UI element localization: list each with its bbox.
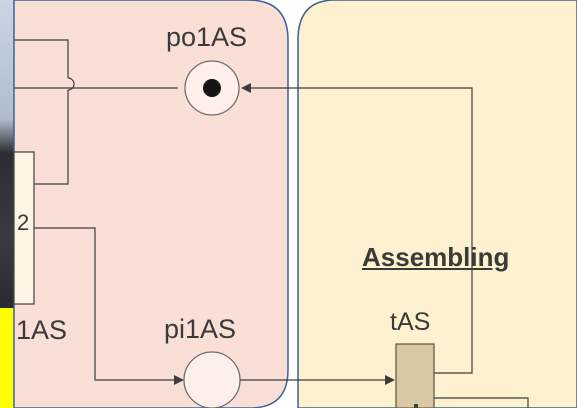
arc-weight-2: 2	[17, 212, 29, 234]
label-pi1AS: pi1AS	[164, 316, 236, 343]
label-tAS: tAS	[390, 310, 430, 335]
right-region	[298, 0, 577, 408]
token-po1AS	[203, 79, 221, 97]
place-pi1AS	[184, 352, 240, 408]
region-title-assembling: Assembling	[362, 244, 509, 270]
label-1AS: 1AS	[16, 317, 67, 344]
left-region	[14, 0, 288, 408]
label-po1AS: po1AS	[166, 24, 247, 51]
transition-tAS	[396, 344, 434, 408]
